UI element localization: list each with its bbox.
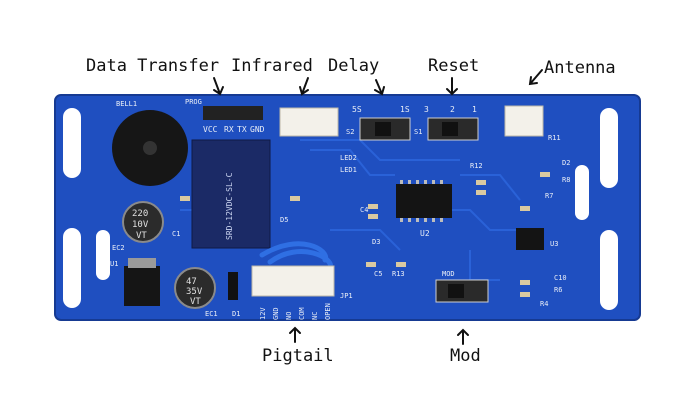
cap1-line1: 220 [132, 209, 148, 219]
main-ic [396, 184, 452, 218]
silk-prog: PROG [185, 98, 202, 106]
silk-r8: R8 [562, 176, 570, 184]
mount-slot-right-bottom [600, 230, 618, 310]
conn-pin-com: COM [298, 307, 306, 320]
arrow-infrared [299, 77, 309, 96]
capacitor-ec1 [174, 267, 216, 309]
ic-u3 [516, 228, 544, 250]
silk-d3: D3 [372, 238, 380, 246]
delay-switch-knob [375, 122, 391, 136]
mount-slot-left-mid [96, 230, 110, 280]
main-ic-pins [400, 180, 443, 222]
callout-arrows [213, 69, 543, 345]
callout-data-transfer: Data Transfer [86, 56, 220, 76]
callout-antenna: Antenna [544, 58, 616, 78]
mount-slot-left-top [63, 108, 81, 178]
callout-delay: Delay [328, 56, 380, 76]
capacitor-ec2 [122, 201, 164, 243]
conn-pin-gnd: GND [272, 307, 280, 320]
silk-u1: U1 [110, 260, 118, 268]
mount-slot-right-inner [575, 165, 589, 220]
silk-u3: U3 [550, 240, 558, 248]
silk-bell: BELL1 [116, 100, 137, 108]
silk-c4: C4 [360, 206, 368, 214]
prog-header [203, 106, 263, 120]
arrow-delay [374, 79, 385, 96]
silk-d2: D2 [562, 159, 570, 167]
delay-mark-1: 1S [400, 105, 410, 114]
silk-mod: MOD [442, 270, 455, 278]
silk-s1: S1 [414, 128, 422, 136]
mount-slot-left-bottom [63, 228, 81, 308]
silk-r7: R7 [545, 192, 553, 200]
infrared-connector [279, 107, 339, 137]
silk-gnd: GND [250, 125, 265, 134]
callout-pigtail: Pigtail [262, 346, 334, 366]
conn-pin-no: NO [285, 312, 293, 320]
cap1-line3: VT [136, 231, 147, 241]
arrow-mod [457, 328, 469, 345]
silk-d1: D1 [232, 310, 240, 318]
silk-tx: TX [237, 125, 247, 134]
relay-label: SRD-12VDC-SL-C [225, 172, 234, 240]
silk-vcc: VCC [203, 125, 218, 134]
cap2-line1: 47 [186, 277, 197, 287]
silk-ec2: EC2 [112, 244, 125, 252]
callout-reset: Reset [428, 56, 480, 76]
silk-r13: R13 [392, 270, 405, 278]
silk-ec1: EC1 [205, 310, 218, 318]
delay-mark-4: 1 [472, 105, 477, 114]
delay-mark-2: 3 [424, 105, 429, 114]
silk-u2: U2 [420, 229, 430, 238]
jumper-wire-2 [267, 249, 333, 271]
delay-mark-3: 2 [450, 105, 455, 114]
reset-switch-knob [442, 122, 458, 136]
mount-slot-right-top [600, 108, 618, 188]
silk-jp1: JP1 [340, 292, 353, 300]
silk-rx: RX [224, 125, 234, 134]
silk-d5: D5 [280, 216, 288, 224]
callout-infrared: Infrared [231, 56, 313, 76]
cap2-line2: 35V [186, 287, 203, 297]
silk-r12: R12 [470, 162, 483, 170]
silk-c10: C10 [554, 274, 567, 282]
silk-c1: C1 [172, 230, 180, 238]
silk-led2: LED2 [340, 154, 357, 162]
silk-c5: C5 [374, 270, 382, 278]
buzzer-hole [143, 141, 157, 155]
regulator-tab [128, 258, 156, 268]
delay-mark-0: 5S [352, 105, 362, 114]
diode-d1 [228, 272, 238, 300]
arrow-pigtail [289, 326, 301, 343]
conn-pin-nc: NC [311, 312, 319, 320]
silk-r6: R6 [554, 286, 562, 294]
conn-pin-open: OPEN [324, 303, 332, 320]
arrow-data-transfer [213, 77, 224, 96]
smd-components [180, 172, 550, 297]
regulator-u1 [124, 266, 160, 306]
arrow-reset [446, 77, 458, 96]
silk-led1: LED1 [340, 166, 357, 174]
arrow-antenna [528, 69, 543, 86]
callout-mod: Mod [450, 346, 481, 366]
conn-pin-12v: 12V [259, 307, 267, 320]
silk-r11: R11 [548, 134, 561, 142]
silk-s2: S2 [346, 128, 354, 136]
cap1-line2: 10V [132, 220, 149, 230]
mod-switch-knob [448, 284, 464, 298]
relay [191, 139, 271, 249]
antenna-connector [504, 105, 544, 137]
pigtail-connector [251, 265, 335, 297]
silk-r4: R4 [540, 300, 548, 308]
cap2-line3: VT [190, 297, 201, 307]
